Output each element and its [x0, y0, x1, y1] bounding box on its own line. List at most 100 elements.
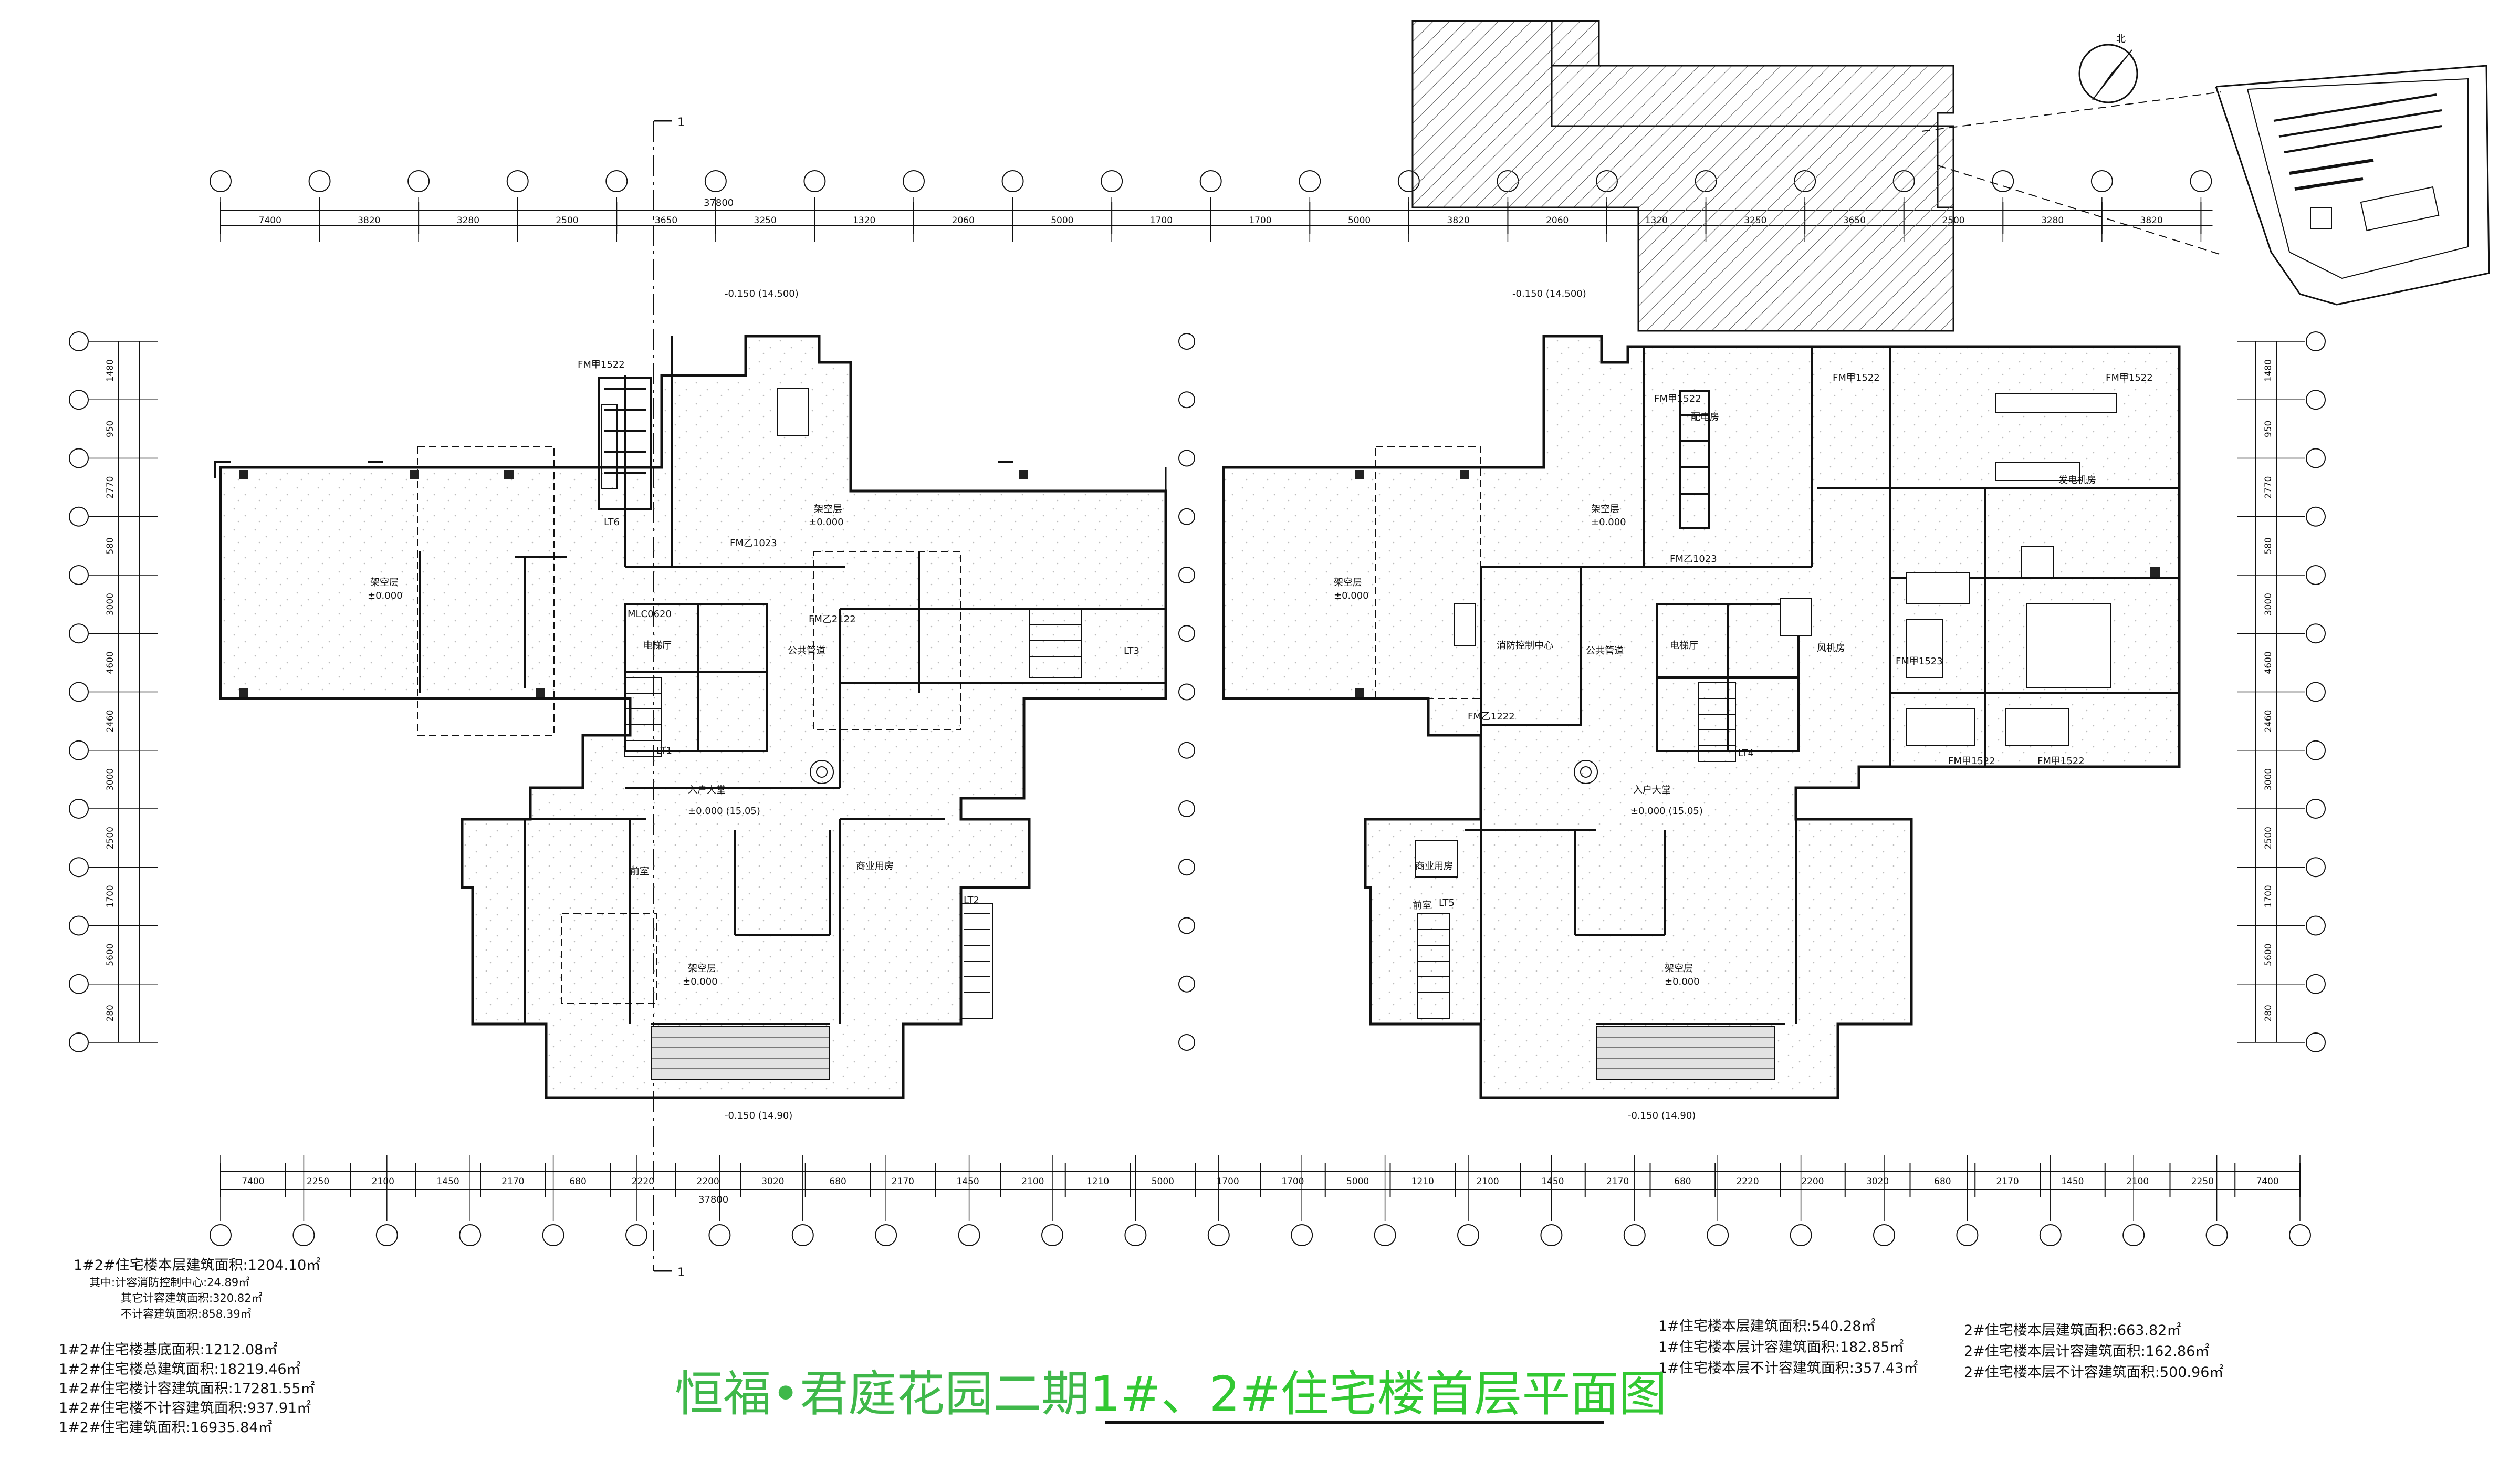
room-fire-control: 消防控制中心 — [1497, 640, 1553, 651]
drawing-title-project: 恒福•君庭花园二期 — [675, 1366, 1090, 1422]
side-dim-label: 280 — [105, 1005, 116, 1021]
axis-bubble — [2306, 390, 2326, 410]
bottom-dim-label: 3020 — [1866, 1176, 1889, 1187]
axis-bubble — [210, 170, 232, 192]
axis-bubble — [2306, 915, 2326, 936]
side-dim-label: 5600 — [105, 943, 116, 966]
side-dim-label: 3000 — [105, 593, 116, 615]
side-dim-label: 2500 — [2263, 827, 2274, 849]
stat-left-line-1: 1#2#住宅楼本层建筑面积:1204.10㎡ — [74, 1257, 321, 1274]
door-code-e: FM甲1522 — [1948, 756, 1995, 767]
room-generator: 发电机房 — [2058, 475, 2096, 486]
axis-bubble — [1178, 391, 1195, 409]
side-dim-label: 1700 — [105, 885, 116, 907]
north-label: 北 — [2116, 34, 2126, 45]
axis-bubble — [292, 1224, 315, 1246]
door-code-b: FM甲1522 — [1654, 393, 1701, 404]
side-dim-label: 2460 — [105, 709, 116, 732]
bottom-dim-label: 1450 — [956, 1176, 979, 1187]
top-dim-label: 2060 — [952, 215, 975, 226]
door-code-l: MLC0620 — [628, 609, 672, 620]
top-dim-label: 3820 — [1447, 215, 1470, 226]
axis-bubble — [958, 1224, 980, 1246]
lift-label-lt5: LT5 — [1439, 897, 1455, 909]
level-lobby-right: ±0.000 (15.05) — [1630, 806, 1703, 817]
axis-bubble — [2306, 1032, 2326, 1052]
top-axis-bubbles — [210, 170, 2311, 242]
axis-bubble — [2306, 506, 2326, 527]
axis-bubble — [69, 974, 89, 994]
stat-b2-line-1: 2#住宅楼本层建筑面积:663.82㎡ — [1964, 1322, 2181, 1339]
top-dim-label: 3250 — [754, 215, 777, 226]
top-dim-label: 3650 — [655, 215, 677, 226]
bottom-dim-label: 1450 — [436, 1176, 459, 1187]
axis-bubble — [1956, 1224, 1979, 1246]
bottom-dim-label: 680 — [569, 1176, 586, 1187]
top-dim-label: 3820 — [358, 215, 380, 226]
axis-bubble — [2090, 170, 2113, 192]
axis-bubble — [1873, 1224, 1895, 1246]
axis-bubble — [2122, 1224, 2145, 1246]
room-lift-hall-right: 电梯厅 — [1670, 640, 1698, 651]
axis-bubble — [2289, 1224, 2311, 1246]
bottom-overall-dim: 37800 — [698, 1194, 728, 1205]
room-power-distribution: 配电房 — [1691, 412, 1719, 423]
drawing-title: 恒福•君庭花园二期1#、2#住宅楼首层平面图 — [675, 1355, 1667, 1425]
level-bottom-right: -0.150 (14.90) — [1628, 1110, 1696, 1121]
room-lobby-left: 入户大堂 — [688, 785, 726, 796]
north-arrow-icon — [2078, 44, 2138, 103]
stat-left-line-6: 1#2#住宅楼总建筑面积:18219.46㎡ — [59, 1361, 301, 1377]
bottom-dim-label: 2100 — [1476, 1176, 1499, 1187]
level-top-right: -0.150 (14.500) — [1512, 288, 1586, 299]
axis-bubble — [875, 1224, 897, 1246]
stat-left-line-8: 1#2#住宅楼不计容建筑面积:937.91㎡ — [59, 1400, 311, 1416]
axis-bubble — [69, 682, 89, 702]
building-2-outline — [1222, 335, 2181, 1099]
door-code-a: FM甲1522 — [578, 359, 625, 370]
top-dim-label: 1700 — [1150, 215, 1173, 226]
drawing-title-underline — [1105, 1421, 1604, 1424]
stat-left-line-3: 其它计容建筑面积:320.82㎡ — [121, 1292, 263, 1304]
axis-bubble — [2306, 799, 2326, 819]
axis-bubble — [1707, 1224, 1729, 1246]
axis-bubble — [210, 1224, 232, 1246]
axis-bubble — [1178, 917, 1195, 934]
stat-b1-line-1: 1#住宅楼本层建筑面积:540.28㎡ — [1658, 1318, 1876, 1334]
axis-bubble — [1178, 859, 1195, 876]
axis-bubble — [1178, 683, 1195, 701]
right-side-dimension — [2255, 341, 2277, 1042]
plan-annotations: -0.150 (14.500) -0.150 (14.500) ±0.000 ±… — [368, 288, 2153, 1121]
door-code-k: FM甲1523 — [1896, 656, 1943, 667]
axis-bubble — [1001, 170, 1024, 192]
bottom-dim-label: 1210 — [1086, 1176, 1109, 1187]
axis-bubble — [2306, 857, 2326, 878]
side-dim-label: 1480 — [105, 359, 116, 382]
axis-bubble — [1623, 1224, 1646, 1246]
room-pilotis-south-right: 架空层 — [1665, 963, 1693, 974]
top-dim-label: 5000 — [1348, 215, 1371, 226]
axis-bubble — [1178, 508, 1195, 525]
room-pilotis-south-left: 架空层 — [688, 963, 716, 974]
axis-bubble — [69, 857, 89, 878]
bottom-dim-label: 2220 — [632, 1176, 654, 1187]
axis-bubble — [1178, 625, 1195, 642]
stats-building-2: 2#住宅楼本层建筑面积:663.82㎡ 2#住宅楼本层计容建筑面积:162.86… — [1964, 1320, 2223, 1383]
axis-bubble — [2306, 682, 2326, 702]
axis-bubble — [69, 506, 89, 527]
side-dim-label: 950 — [105, 421, 116, 437]
axis-bubble — [803, 170, 826, 192]
axis-bubble — [625, 1224, 647, 1246]
axis-bubble — [2306, 331, 2326, 351]
bottom-dim-label: 2220 — [1736, 1176, 1759, 1187]
axis-bubble — [1124, 1224, 1147, 1246]
key-plan-pointer-lines — [1921, 91, 2222, 255]
bottom-dim-label: 1450 — [1541, 1176, 1564, 1187]
room-fan: 风机房 — [1817, 643, 1845, 654]
axis-bubble — [708, 1224, 731, 1246]
bottom-dim-label: 7400 — [2256, 1176, 2278, 1187]
section-mark-top: 1 — [677, 116, 685, 129]
axis-bubble — [308, 170, 331, 192]
right-axis-bubbles — [2237, 331, 2326, 1052]
side-dim-label: 950 — [2263, 421, 2274, 437]
